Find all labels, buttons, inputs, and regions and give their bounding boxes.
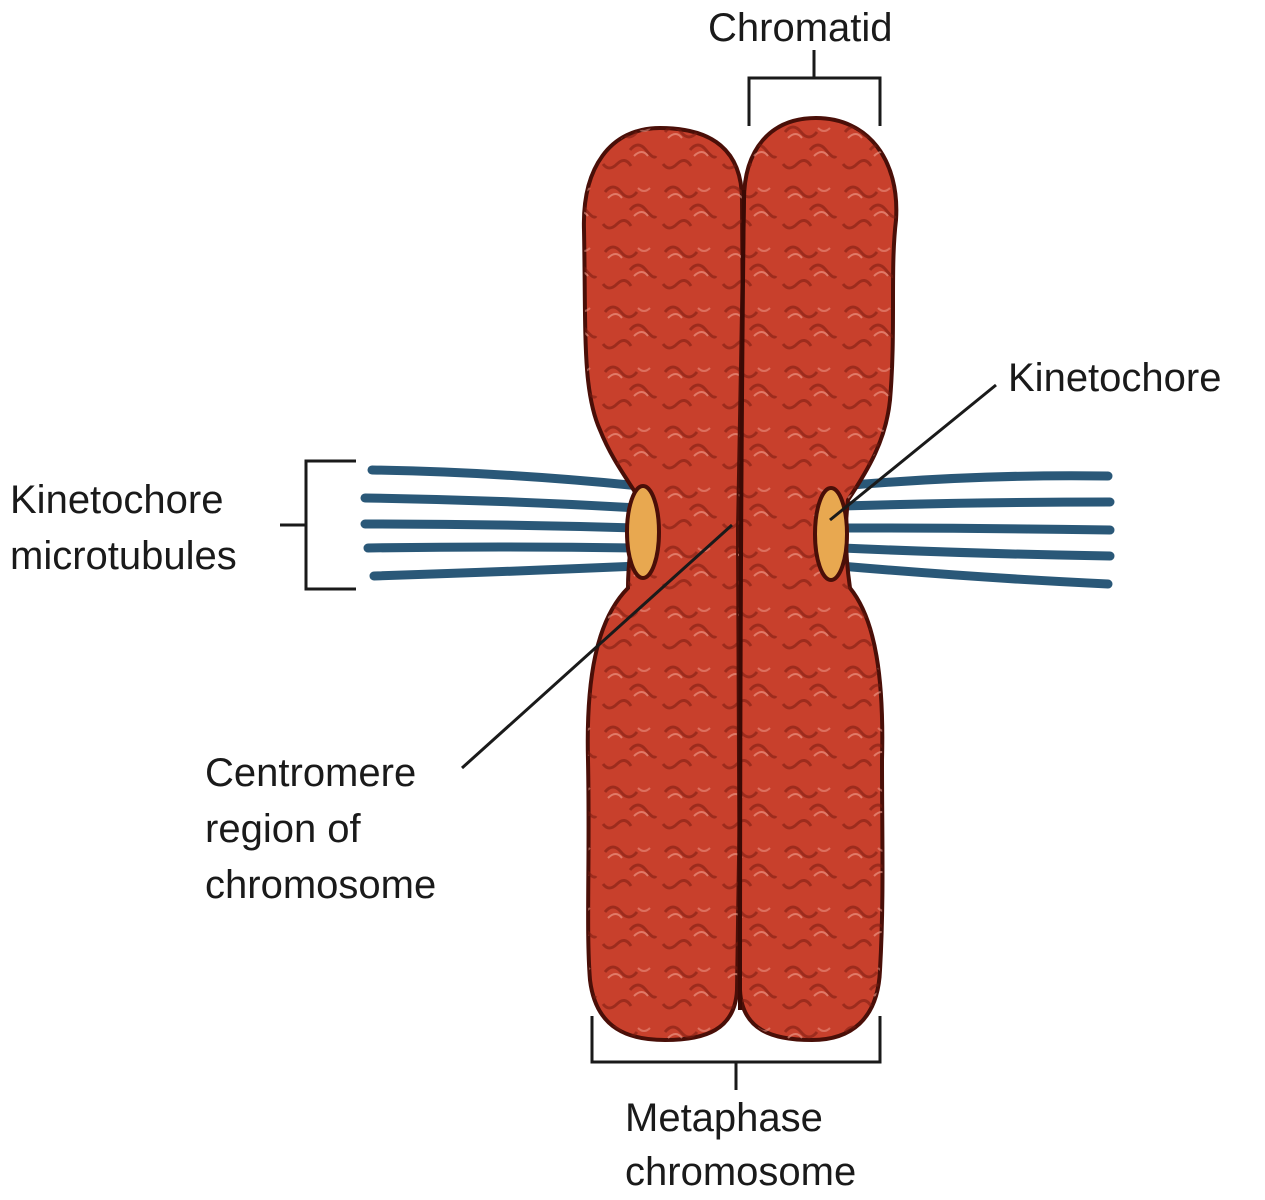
right-microtubule-2: [837, 497, 1115, 511]
right-kinetochore: [813, 486, 849, 582]
metaphase-bracket: [590, 1016, 882, 1090]
kinetochore-label: Kinetochore: [1008, 356, 1222, 400]
kinetochore-microtubules-label-line-1: Kinetochore: [10, 478, 224, 522]
left-chromatid-texture: [583, 128, 744, 1040]
left-microtubules: [360, 465, 645, 581]
metaphase-chromosome-label-line-1: Metaphase: [625, 1096, 823, 1140]
left-chromatid: [581, 125, 747, 1043]
right-chromatid: [735, 115, 899, 1043]
left-microtubule-4: [363, 542, 641, 553]
centromere-label-line-2: region of: [205, 807, 361, 851]
left-microtubule-2: [360, 493, 643, 513]
kinetochore-leader-line: [829, 383, 997, 522]
right-microtubule-3: [839, 523, 1115, 535]
centromere-label-line-3: chromosome: [205, 863, 437, 907]
chromatid-label: Chromatid: [708, 6, 893, 50]
left-microtubule-5: [369, 561, 645, 581]
centromere-leader-line: [460, 523, 734, 770]
right-microtubule-5: [835, 561, 1113, 589]
centromere-label-line-1: Centromere: [205, 751, 417, 795]
chromatid-seam: [738, 189, 746, 1011]
right-chromatid-texture: [738, 118, 897, 1040]
left-kinetochore: [625, 484, 661, 580]
left-microtubule-1: [367, 465, 645, 491]
right-microtubules: [835, 471, 1115, 589]
right-microtubule-4: [837, 543, 1115, 561]
left-microtubule-3: [360, 519, 641, 533]
chromatid-bracket: [747, 50, 882, 126]
kinetochore-microtubules-label-line-2: microtubules: [10, 534, 237, 578]
metaphase-chromosome-label-line-2: chromosome: [625, 1150, 857, 1194]
microtubules-bracket: [280, 459, 356, 591]
